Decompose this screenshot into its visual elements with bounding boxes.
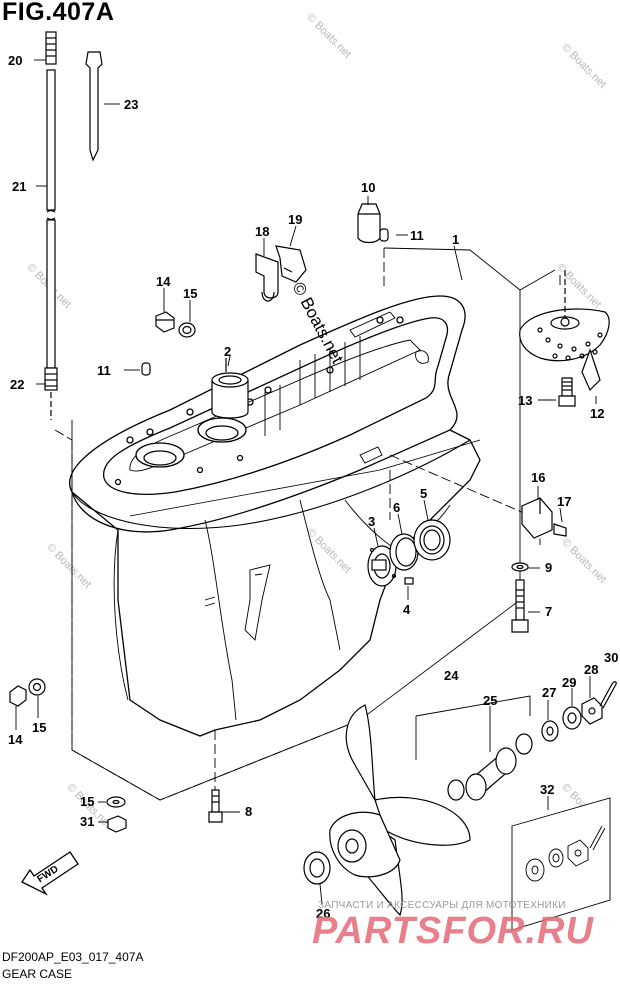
callout-15c: 15 <box>80 794 94 809</box>
callout-8: 8 <box>245 804 252 819</box>
driveshaft-part-21 <box>44 31 58 420</box>
screw-part-17 <box>553 523 567 537</box>
o-ring-part-6 <box>389 533 419 571</box>
gasket-part-15-side <box>28 678 46 696</box>
callout-3: 3 <box>368 514 375 529</box>
gasket-part-15-bottom <box>106 796 126 808</box>
fwd-arrow-icon <box>21 851 79 896</box>
key-part-4 <box>404 577 414 585</box>
cover-part-10 <box>357 203 381 244</box>
callout-labels: 1 2 3 4 5 6 7 8 9 10 11 11 12 13 14 14 1… <box>8 53 618 921</box>
gasket-part-15-top <box>178 322 196 338</box>
bolt-part-8 <box>208 789 223 823</box>
bracket-part-18 <box>255 253 279 302</box>
thrust-washer-part-27 <box>515 720 559 755</box>
callout-6: 6 <box>393 500 400 515</box>
plug-part-14-side <box>9 685 27 707</box>
callout-12: 12 <box>590 406 604 421</box>
washer-part-9 <box>511 562 529 572</box>
washer-part-29 <box>562 706 582 730</box>
callout-2: 2 <box>224 344 231 359</box>
pin-part-11-top <box>379 228 389 242</box>
callout-28: 28 <box>584 662 598 677</box>
cotter-pin-part-30 <box>599 681 617 709</box>
bolt-part-13 <box>558 377 576 407</box>
nut-part-28 <box>581 697 603 725</box>
callout-11a: 11 <box>410 228 424 243</box>
site-tagline: ЗАПЧАСТИ И АКСЕССУАРЫ ДЛЯ МОТОТЕХНИКИ <box>318 900 566 911</box>
callout-16: 16 <box>531 470 545 485</box>
clip-part-19 <box>275 245 307 283</box>
callout-17: 17 <box>557 494 571 509</box>
callout-1: 1 <box>452 232 459 247</box>
callout-10: 10 <box>361 180 375 195</box>
callout-19: 19 <box>288 212 302 227</box>
plate-part-16 <box>521 497 553 539</box>
propeller-part-24 <box>329 704 471 917</box>
pin-part-11-left <box>141 362 151 376</box>
callout-26: 26 <box>316 906 330 921</box>
callout-32: 32 <box>540 782 554 797</box>
callout-4: 4 <box>403 602 411 617</box>
hardware-kit-part-32 <box>511 797 611 931</box>
callout-14b: 14 <box>8 732 23 747</box>
callout-7: 7 <box>545 604 552 619</box>
callout-13: 13 <box>518 393 532 408</box>
spacer-part-26 <box>303 851 331 885</box>
plug-part-31 <box>107 815 127 833</box>
callout-24: 24 <box>444 668 459 683</box>
plug-part-14-top <box>155 311 175 333</box>
leader-lines <box>15 59 597 905</box>
callout-14a: 14 <box>156 274 171 289</box>
callout-29: 29 <box>562 675 576 690</box>
callout-5: 5 <box>420 486 427 501</box>
callout-30: 30 <box>604 650 618 665</box>
trim-tab-part-12 <box>519 270 610 392</box>
callout-31: 31 <box>80 814 94 829</box>
bolt-part-7 <box>511 579 529 633</box>
callout-15b: 15 <box>32 720 46 735</box>
seal-housing-part-5 <box>413 519 451 561</box>
callout-11b: 11 <box>97 363 111 378</box>
callout-9: 9 <box>545 560 552 575</box>
callout-25: 25 <box>483 693 497 708</box>
bushing-part-25 <box>447 747 517 801</box>
site-logo: PARTSFOR.RU <box>312 910 594 952</box>
callout-18: 18 <box>255 224 269 239</box>
gear-case-housing-part-1 <box>69 295 481 737</box>
callout-23: 23 <box>124 97 138 112</box>
callout-15a: 15 <box>183 286 197 301</box>
sleeve-part-2 <box>211 358 249 419</box>
propeller-kit-bracket <box>415 695 531 760</box>
figure-caption: GEAR CASE <box>2 967 73 981</box>
callout-27: 27 <box>542 685 556 700</box>
drawing-code: DF200AP_E03_017_407A <box>2 950 144 964</box>
callout-20: 20 <box>8 53 22 68</box>
callout-22: 22 <box>10 377 24 392</box>
pipe-part-23 <box>85 51 103 162</box>
callout-21: 21 <box>12 179 26 194</box>
figure-title: FIG.407A <box>2 0 115 26</box>
